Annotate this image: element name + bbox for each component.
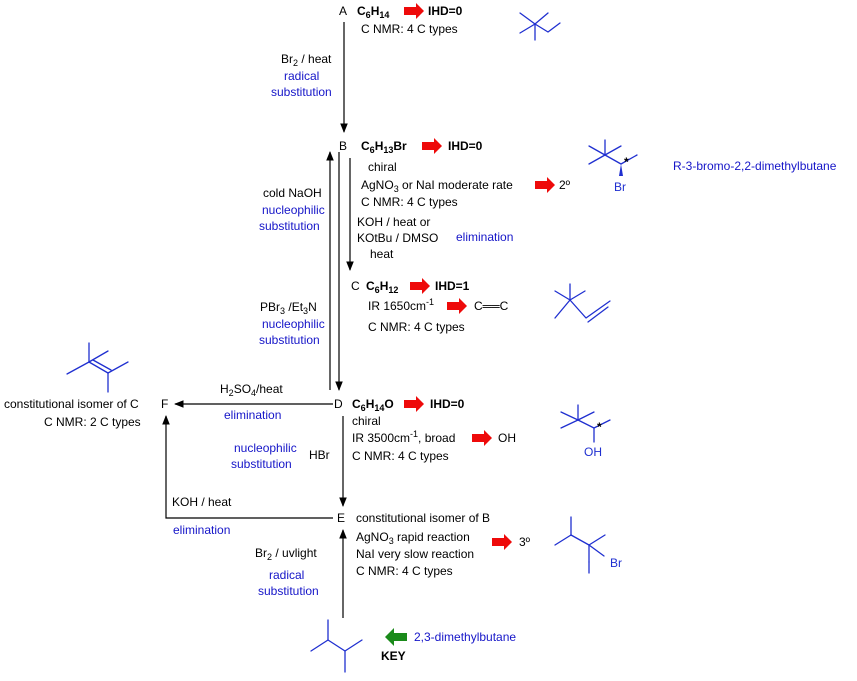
compound-d-structure: OH * [560,404,611,459]
reagent-e-to-f: KOH / heat [172,495,232,509]
compound-d-chiral: chiral [352,414,381,428]
reaction-b-to-c: KOH / heat or KOtBu / DMSO heat eliminat… [357,215,513,261]
compound-a-letter: A [339,4,347,18]
reaction-start-to-e: Br2 / uvlight radical substitution [255,546,319,598]
starting-material-structure [310,619,363,673]
compound-b-name: R-3-bromo-2,2-dimethylbutane [673,159,837,173]
compound-d: D C6H14O IHD=0 chiral IR 3500cm-1, broad… [334,396,611,463]
compound-c-ir-result: C══C [474,299,509,313]
compound-d-ir-result: OH [498,431,516,445]
compound-f: constitutional isomer of C F C NMR: 2 C … [4,342,168,429]
reaction-type-a-to-b-2: substitution [271,85,332,99]
compound-d-ihd: IHD=0 [430,397,465,411]
compound-e: E constitutional isomer of B AgNO3 rapid… [337,511,622,578]
reagent-b-to-c-2: KOtBu / DMSO [357,231,438,245]
compound-b-formula: C6H13Br [361,139,407,155]
reagent-b-to-c-3: heat [370,247,394,261]
reagent-b-to-c-1: KOH / heat or [357,215,430,229]
compound-e-letter: E [337,511,345,525]
compound-e-nmr: C NMR: 4 C types [356,564,453,578]
compound-a-structure [519,12,561,41]
compound-c-ir: IR 1650cm-1 [368,297,434,313]
reaction-d-to-e: nucleophilic substitution HBr [231,441,330,471]
compound-b-ihd: IHD=0 [448,139,483,153]
red-arrow-d-ir [472,430,492,446]
compound-a: A C6H14 IHD=0 C NMR: 4 C types [339,3,561,41]
compound-d-chiral-star: * [597,420,602,434]
reaction-type-start-to-e-2: substitution [258,584,319,598]
compound-c-ihd: IHD=1 [435,279,470,293]
compound-f-nmr: C NMR: 2 C types [44,415,141,429]
reagent-start-to-e: Br2 / uvlight [255,546,317,562]
compound-a-ihd: IHD=0 [428,4,463,18]
reaction-type-d-to-f: elimination [224,408,281,422]
red-arrow-c-ir [447,298,467,314]
reaction-pbr3: PBr3 /Et3N nucleophilic substitution [259,300,325,347]
reaction-type-pbr3-2: substitution [259,333,320,347]
compound-a-nmr: C NMR: 4 C types [361,22,458,36]
reaction-type-start-to-e-1: radical [269,568,304,582]
reagent-pbr3: PBr3 /Et3N [260,300,317,316]
compound-d-formula: C6H14O [352,397,394,413]
red-arrow-c [410,278,430,294]
compound-b-chiral: chiral [368,160,397,174]
reaction-e-to-f: KOH / heat elimination [172,495,232,537]
compound-d-nmr: C NMR: 4 C types [352,449,449,463]
reaction-type-a-to-b-1: radical [284,69,319,83]
compound-b-degree: 2º [559,178,571,192]
reagent-a-to-b: Br2 / heat [281,52,332,68]
compound-b-letter: B [339,139,347,153]
green-key-arrow [385,628,407,646]
key-label: KEY [381,649,406,663]
reaction-a-to-b: Br2 / heat radical substitution [271,52,332,99]
arrow-e-to-f [162,415,333,519]
reaction-d-to-b: cold NaOH nucleophilic substitution [259,186,325,233]
compound-c-formula: C6H12 [366,279,398,295]
compound-e-degree: 3º [519,535,531,549]
red-arrow-a [404,3,424,19]
reaction-type-b-to-c: elimination [456,230,513,244]
compound-f-letter: F [161,397,168,411]
red-arrow-e [492,534,512,550]
reaction-type-d-to-e-1: nucleophilic [234,441,297,455]
reaction-type-e-to-f: elimination [173,523,230,537]
compound-c-structure [554,283,611,323]
reaction-type-d-to-b-2: substitution [259,219,320,233]
compound-a-formula: C6H14 [357,4,389,20]
compound-c-letter: C [351,279,360,293]
red-arrow-b [422,138,442,154]
reagent-d-to-b: cold NaOH [263,186,322,200]
compound-d-oh: OH [584,445,602,459]
compound-b-agno3: AgNO3 or NaI moderate rate [361,178,513,194]
reagent-d-to-e: HBr [309,448,330,462]
compound-d-letter: D [334,397,343,411]
compound-e-nai: NaI very slow reaction [356,547,474,561]
compound-e-br: Br [610,556,622,570]
compound-f-iso: constitutional isomer of C [4,397,139,411]
reaction-d-to-f: H2SO4/heat elimination [220,382,283,422]
key-compound-name: 2,3-dimethylbutane [414,630,516,644]
compound-c-nmr: C NMR: 4 C types [368,320,465,334]
red-arrow-d [404,396,424,412]
reaction-type-d-to-b-1: nucleophilic [262,203,325,217]
compound-f-structure [66,342,129,393]
compound-e-agno3: AgNO3 rapid reaction [356,530,470,546]
compound-d-ir: IR 3500cm-1, broad [352,429,455,445]
reaction-type-pbr3-1: nucleophilic [262,317,325,331]
reagent-d-to-f: H2SO4/heat [220,382,283,398]
compound-b: B C6H13Br IHD=0 chiral AgNO3 or NaI mode… [339,138,837,209]
reaction-type-d-to-e-2: substitution [231,457,292,471]
compound-e-iso: constitutional isomer of B [356,511,490,525]
compound-e-structure: Br [554,516,622,574]
compound-b-nmr: C NMR: 4 C types [361,195,458,209]
compound-c: C C6H12 IHD=1 IR 1650cm-1 C══C C NMR: 4 … [351,278,611,334]
compound-b-structure: Br * [588,139,638,194]
compound-b-br: Br [614,180,626,194]
red-arrow-b-agno3 [535,177,555,193]
compound-b-chiral-star: * [624,155,629,169]
